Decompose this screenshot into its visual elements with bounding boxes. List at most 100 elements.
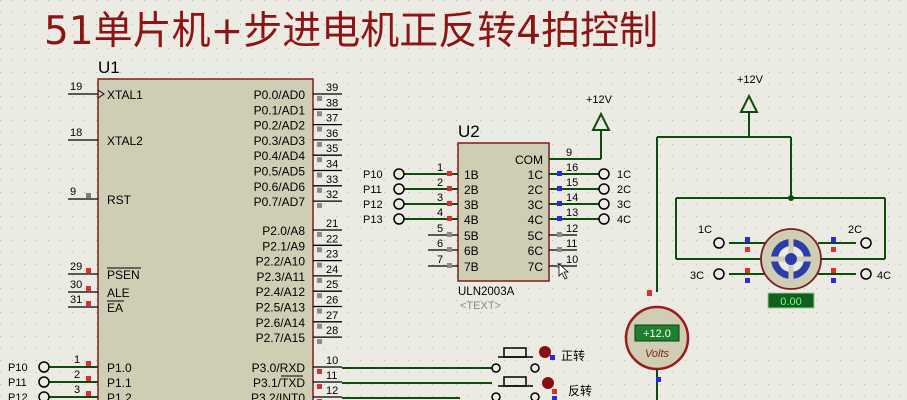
u1-pin-number: 26 — [326, 295, 338, 307]
u1-pin-number: 28 — [326, 325, 338, 337]
u1-p3-wires — [342, 367, 492, 399]
terminal-icon — [598, 183, 610, 195]
u2-pin-name: 1C — [528, 168, 544, 182]
button-reverse[interactable]: 反转 — [491, 376, 592, 400]
motor-speed-display — [767, 292, 815, 309]
u1-pin-p3.2: P3.2/INT0 12 — [251, 385, 342, 400]
u1-pin-name: P1.2 — [107, 391, 132, 400]
u1-pin-number: 34 — [326, 159, 338, 171]
button-reverse-indicator — [542, 377, 554, 389]
u1-pin-name: P3.2/INT0 — [251, 391, 305, 400]
motor-terminal-2c: 2C — [848, 224, 872, 249]
voltmeter[interactable]: +12.0 Volts — [624, 290, 690, 400]
u2-pin-name: 3B — [464, 198, 479, 212]
terminal-icon — [598, 168, 610, 180]
terminal-label: 3C — [690, 270, 704, 282]
u1-pin-name: P2.2/A10 — [256, 255, 306, 269]
u1-pin-number: 35 — [326, 143, 338, 155]
motor-terminal-4c: 4C — [860, 268, 891, 282]
terminal-icon — [860, 237, 872, 249]
button-forward[interactable]: 正转 — [491, 346, 585, 373]
u2-pin-number: 13 — [566, 207, 578, 219]
u2-pin-name: 2C — [528, 183, 544, 197]
u1-pin-number: 21 — [326, 218, 338, 230]
motor-terminal-1c: 1C — [698, 224, 725, 249]
u1-reference: U1 — [98, 58, 120, 77]
u2-pin-name: 1B — [464, 168, 479, 182]
u1-pin-number: 18 — [70, 127, 82, 139]
terminal-icon — [38, 361, 50, 373]
u2-pin-name: 3C — [528, 198, 544, 212]
u2-pin-number: 16 — [566, 162, 578, 174]
u2-pin-name: 6B — [464, 244, 479, 258]
u1-pin-number: 30 — [70, 279, 82, 291]
u1-pin-name: ALE — [107, 286, 130, 300]
terminal-label: P11 — [8, 377, 27, 389]
u1-pin-number: 32 — [326, 189, 338, 201]
u1-body — [97, 78, 314, 400]
u1-pin-number: 38 — [326, 97, 338, 109]
u1-pin-name: EA — [107, 301, 123, 315]
u1-pin-name: P1.0 — [107, 361, 132, 375]
u1-pin-name: P0.6/AD6 — [254, 180, 306, 194]
u2-supply-label: +12V — [586, 94, 613, 106]
u1-pin-number: 31 — [70, 294, 82, 306]
u2-pin-name: 7C — [528, 260, 544, 274]
u1-pin-number: 11 — [326, 370, 337, 382]
u2-pin-number: 4 — [437, 207, 443, 219]
terminal-icon — [38, 391, 50, 400]
stepper-motor[interactable]: 0.00 — [745, 228, 836, 309]
u2-part-number: ULN2003A — [458, 286, 515, 298]
u1-pin-name: XTAL1 — [107, 88, 143, 102]
u1-pin-number: 19 — [70, 81, 82, 93]
motor-supply-label: +12V — [737, 74, 764, 86]
u1-pin-name: P2.0/A8 — [262, 224, 305, 238]
u1-pin-name: RST — [107, 193, 132, 207]
voltmeter-reading: +12.0 — [643, 328, 671, 340]
u2-pin-number: 6 — [437, 238, 443, 250]
u1-pin-number: 12 — [326, 385, 338, 397]
u2-pin-number: 10 — [566, 254, 578, 266]
u2-pin-number: 14 — [566, 192, 578, 204]
terminal-label: 2C — [848, 224, 862, 236]
u2-body — [457, 142, 550, 282]
u2-pin-number: 11 — [566, 238, 577, 250]
u1-pin-number: 22 — [326, 233, 338, 245]
u1-pin-name: P2.1/A9 — [262, 239, 305, 253]
u2-power-terminal: +12V — [577, 94, 613, 160]
u1-pin-number: 29 — [70, 261, 82, 273]
u2-pin-name: 7B — [464, 260, 479, 274]
terminal-label: P11 — [363, 184, 382, 196]
terminal-icon — [713, 237, 725, 249]
u2-pin-name: COM — [515, 153, 543, 167]
u1-pin-name: P0.3/AD3 — [254, 134, 306, 148]
u1-pin-number: 3 — [74, 384, 80, 396]
motor-speed-readout: 0.00 — [780, 296, 801, 308]
terminal-label: 4C — [877, 270, 891, 282]
u2-reference: U2 — [458, 122, 480, 141]
u1-pin-number: 1 — [74, 354, 80, 366]
u1-pin-name: P1.1 — [107, 376, 132, 390]
